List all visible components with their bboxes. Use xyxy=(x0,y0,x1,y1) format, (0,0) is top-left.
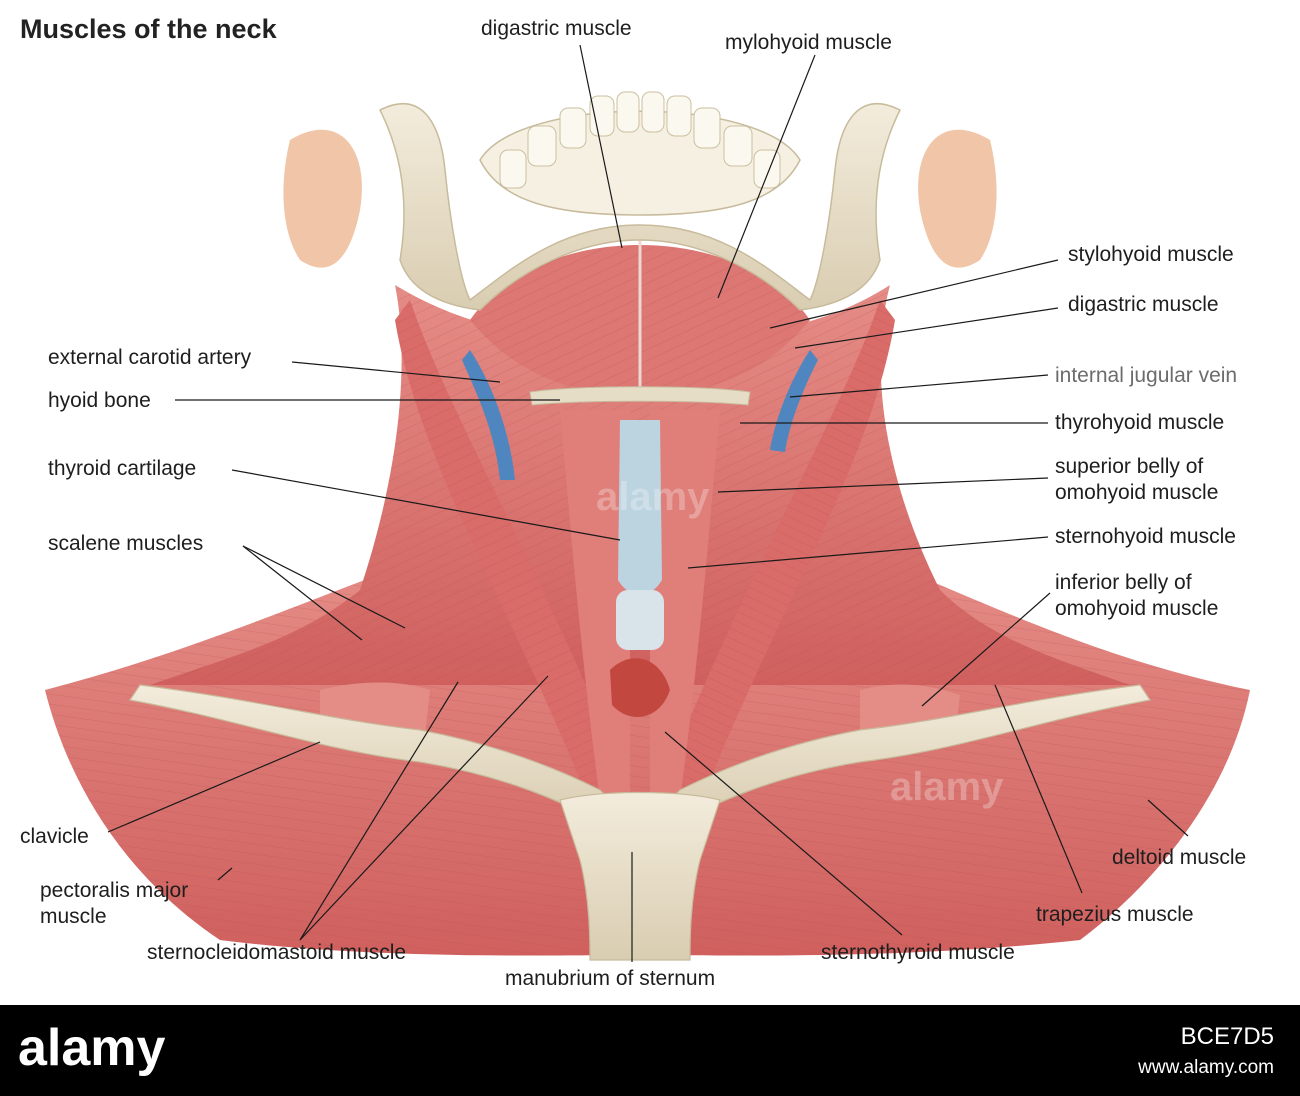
watermark-image-id: BCE7D5 xyxy=(1180,1023,1274,1050)
larynx xyxy=(616,420,664,650)
label-sternohyoid: sternohyoid muscle xyxy=(1055,525,1236,548)
hyoid-bone-shape xyxy=(529,386,751,406)
diagram-stage: alamy alamy Muscles of the neck digastri… xyxy=(20,14,1250,990)
mandible xyxy=(283,91,997,311)
floor-of-mouth-muscles xyxy=(470,230,810,395)
teeth xyxy=(499,91,781,189)
label-manubrium: manubrium of sternum xyxy=(505,967,716,990)
label-inferior-omohyoid-1: inferior belly of xyxy=(1055,571,1192,594)
label-digastric-right: digastric muscle xyxy=(1068,293,1219,316)
label-sternothyroid: sternothyroid muscle xyxy=(821,941,1015,964)
label-superior-omohyoid-2: omohyoid muscle xyxy=(1055,481,1219,504)
label-pectoralis-2: muscle xyxy=(40,905,107,928)
label-trapezius: trapezius muscle xyxy=(1036,903,1194,926)
diagram-title: Muscles of the neck xyxy=(20,14,277,44)
neck-illustration: alamy alamy xyxy=(45,44,1250,962)
label-internal-jugular: internal jugular vein xyxy=(1055,364,1238,387)
watermark-footer: alamy BCE7D5 www.alamy.com xyxy=(0,1005,1300,1096)
alamy-logo: alamy xyxy=(18,1019,166,1077)
label-thyroid-cartilage: thyroid cartilage xyxy=(48,457,197,480)
art-watermark-1: alamy xyxy=(596,475,710,519)
art-watermark-2: alamy xyxy=(890,765,1004,809)
label-digastric-top: digastric muscle xyxy=(481,17,632,40)
label-stylohyoid: stylohyoid muscle xyxy=(1068,243,1234,266)
vessels xyxy=(462,350,818,717)
label-deltoid: deltoid muscle xyxy=(1112,846,1247,869)
label-mylohyoid: mylohyoid muscle xyxy=(725,31,892,54)
label-pectoralis-1: pectoralis major xyxy=(40,879,189,902)
label-sternocleidomastoid: sternocleidomastoid muscle xyxy=(147,941,407,964)
label-scalene: scalene muscles xyxy=(48,532,204,555)
leader-lines xyxy=(107,44,1189,962)
label-superior-omohyoid-1: superior belly of xyxy=(1055,455,1204,478)
alamy-logo-text: alamy xyxy=(18,1019,166,1077)
label-hyoid-bone: hyoid bone xyxy=(48,389,151,412)
label-external-carotid: external carotid artery xyxy=(48,346,252,369)
clavicles-and-sternum xyxy=(128,684,1152,961)
label-thyrohyoid: thyrohyoid muscle xyxy=(1055,411,1225,434)
watermark-url: www.alamy.com xyxy=(1138,1057,1274,1078)
label-inferior-omohyoid-2: omohyoid muscle xyxy=(1055,597,1219,620)
label-clavicle: clavicle xyxy=(20,825,89,848)
